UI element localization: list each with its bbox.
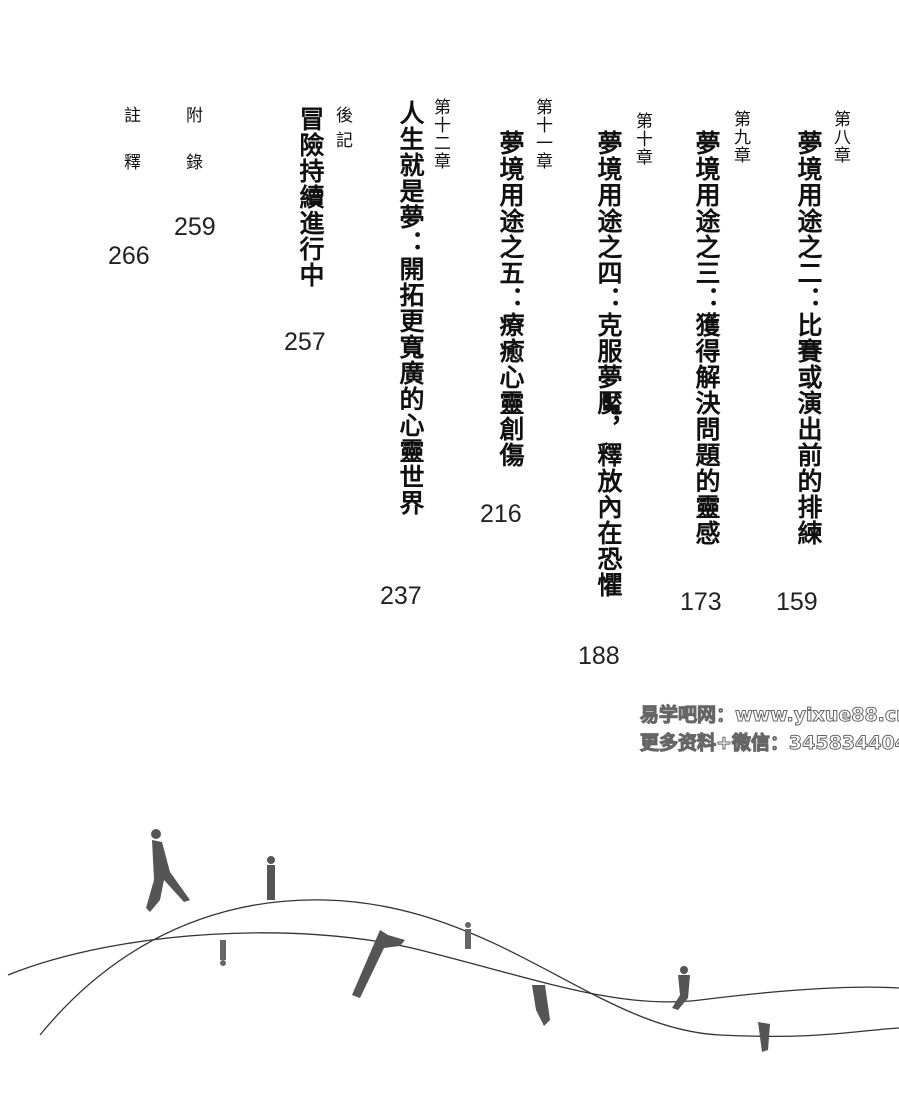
page-number: 188 [578, 642, 620, 670]
page-number: 259 [174, 213, 216, 241]
chapter-label: 第十二章 [430, 98, 450, 170]
page-number: 257 [284, 328, 326, 356]
falling-figure [352, 930, 405, 998]
appendix-label: 附錄 [182, 106, 202, 200]
chapter-title: 人生就是夢：開拓更寬廣的心靈世界 [396, 100, 425, 516]
watermark-line2: 更多资料+微信：3458344044 [639, 732, 899, 755]
page-number: 173 [680, 588, 722, 616]
chapter-title: 夢境用途之三：獲得解決問題的靈感 [692, 130, 721, 546]
inverted-right-figure [758, 1022, 770, 1052]
chapter-label: 第十一章 [532, 98, 552, 170]
page-number: 266 [108, 242, 150, 270]
afterword-label: 後記 [332, 106, 352, 156]
small-figure [465, 922, 471, 949]
standing-figure [267, 856, 275, 900]
chapter-label: 第九章 [730, 110, 750, 164]
chapter-title: 夢境用途之二：比賽或演出前的排練 [794, 130, 823, 546]
page-number: 237 [380, 582, 422, 610]
afterword-title: 冒險持續進行中 [296, 106, 325, 288]
notes-label: 註釋 [120, 106, 140, 200]
chapter-label: 第八章 [830, 110, 850, 164]
watermark-line1: 易学吧网：www.yixue88.cn [640, 704, 899, 727]
walking-figure [146, 829, 190, 912]
right-figure [672, 966, 690, 1010]
chapter-title: 夢境用途之五：療癒心靈創傷 [496, 130, 525, 468]
upside-down-figure [220, 940, 226, 966]
chapter-title: 夢境用途之四：克服夢魘，釋放內在恐懼 [594, 130, 623, 598]
chapter-label: 第十章 [632, 112, 652, 166]
hill-line [39, 899, 899, 1038]
hanging-figure [532, 985, 550, 1026]
page-number: 216 [480, 500, 522, 528]
wave-line [7, 932, 899, 1003]
page-number: 159 [776, 588, 818, 616]
